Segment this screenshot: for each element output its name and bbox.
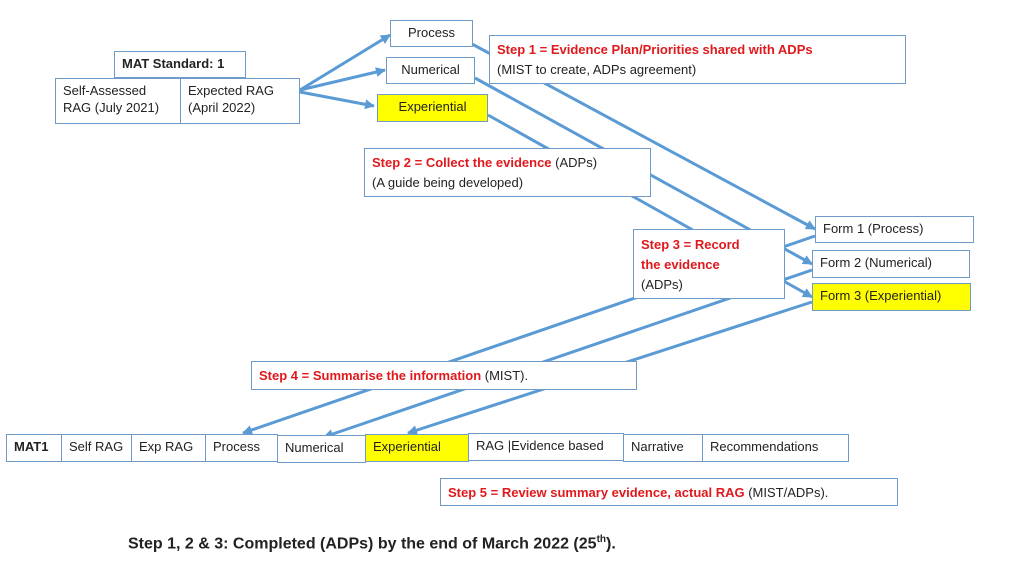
expected-rag-box: Expected RAG (April 2022) [180, 78, 300, 124]
step5-box: Step 5 = Review summary evidence, actual… [440, 478, 898, 506]
experiential-box: Experiential [377, 94, 488, 122]
summary-narrative: Narrative [623, 434, 703, 462]
step3-line2: the evidence [641, 257, 720, 272]
step3-box: Step 3 = Record the evidence (ADPs) [633, 229, 785, 299]
footer-end: ). [606, 535, 616, 553]
arrow-to-experiential [299, 90, 375, 110]
step2-detail-inline: (ADPs) [551, 155, 598, 170]
summary-exp-rag: Exp RAG [131, 434, 206, 462]
step2-box: Step 2 = Collect the evidence (ADPs) (A … [364, 148, 651, 197]
expected-rag-line2: (April 2022) [188, 100, 256, 115]
summary-process: Process [205, 434, 278, 462]
form1-box: Form 1 (Process) [815, 216, 974, 243]
step1-title: Step 1 = Evidence Plan/Priorities shared… [497, 42, 813, 57]
summary-evidence-based: RAG |Evidence based [468, 433, 624, 461]
footer-sup: th [596, 534, 607, 545]
step4-box: Step 4 = Summarise the information (MIST… [251, 361, 637, 390]
process-box: Process [390, 20, 473, 47]
summary-mat1: MAT1 [6, 434, 62, 462]
step2-title: Step 2 = Collect the evidence [372, 155, 552, 170]
summary-self-rag: Self RAG [61, 434, 132, 462]
form2-box: Form 2 (Numerical) [812, 250, 970, 278]
step5-title: Step 5 = Review summary evidence, actual… [448, 485, 745, 500]
self-assessed-line2: RAG (July 2021) [63, 100, 160, 115]
footer-note: Step 1, 2 & 3: Completed (ADPs) by the e… [128, 534, 616, 553]
step3-detail: (ADPs) [641, 277, 683, 292]
summary-numerical: Numerical [277, 435, 366, 463]
arrow-to-numerical [299, 67, 386, 92]
step4-title: Step 4 = Summarise the information [259, 368, 482, 383]
expected-rag-line1: Expected RAG [188, 83, 274, 98]
form3-box: Form 3 (Experiential) [812, 283, 971, 311]
summary-experiential: Experiential [365, 434, 469, 462]
footer-text: Step 1, 2 & 3: Completed (ADPs) by the e… [128, 535, 597, 553]
step4-detail: (MIST). [481, 368, 529, 383]
self-assessed-rag-box: Self-Assessed RAG (July 2021) [55, 78, 181, 124]
summary-recommendations: Recommendations [702, 434, 849, 462]
self-assessed-line1: Self-Assessed [63, 83, 147, 98]
step2-detail: (A guide being developed) [372, 175, 524, 190]
step5-detail: (MIST/ADPs). [744, 485, 829, 500]
mat-standard-label: MAT Standard: 1 [114, 51, 246, 78]
step1-box: Step 1 = Evidence Plan/Priorities shared… [489, 35, 906, 84]
step3-line1: Step 3 = Record [641, 237, 740, 252]
numerical-box: Numerical [386, 57, 475, 84]
step1-detail: (MIST to create, ADPs agreement) [497, 62, 697, 77]
arrow-to-process [299, 33, 391, 92]
